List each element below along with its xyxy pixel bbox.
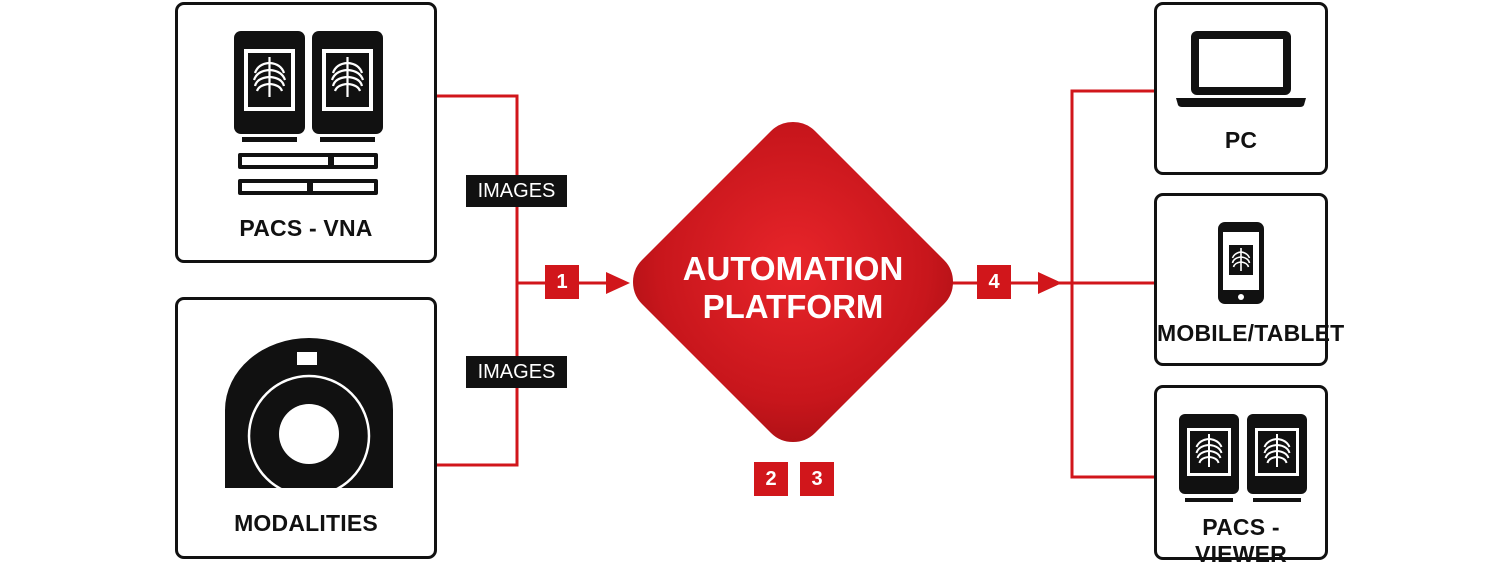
pacs-viewer-box: PACS - VIEWER (1154, 385, 1328, 567)
images-tag-bottom: IMAGES (466, 356, 567, 388)
images-tag-top: IMAGES (466, 175, 567, 207)
mobile-tablet-label: MOBILE/TABLET (1157, 320, 1345, 346)
step-1-badge: 1 (545, 265, 579, 299)
step-3-badge: 3 (800, 462, 834, 496)
step-2-badge: 2 (754, 462, 788, 496)
pacs-viewer-label: PACS - VIEWER (1195, 514, 1287, 567)
platform-title-line1: AUTOMATION (682, 250, 904, 287)
pacs-vna-label: PACS - VNA (239, 215, 373, 241)
laptop-icon (1176, 31, 1306, 107)
pc-label: PC (1224, 127, 1258, 153)
pacs-viewer-icon (1179, 414, 1307, 502)
arrow-to-destinations (1038, 272, 1062, 294)
modalities-box: MODALITIES (175, 297, 437, 559)
mobile-tablet-box: MOBILE/TABLET (1154, 193, 1345, 366)
platform-title: AUTOMATION PLATFORM (628, 250, 958, 326)
modalities-label: MODALITIES (234, 510, 378, 536)
arrow-to-platform (606, 272, 630, 294)
step-4-badge: 4 (977, 265, 1011, 299)
pacs-vna-box: PACS - VNA (175, 2, 437, 263)
platform-title-line2: PLATFORM (702, 288, 884, 325)
smartphone-icon (1218, 222, 1264, 304)
automation-platform-diamond (633, 122, 953, 442)
pc-box: PC (1154, 2, 1328, 175)
ct-scanner-icon (225, 338, 393, 490)
pacs-monitors-icon (234, 31, 383, 195)
